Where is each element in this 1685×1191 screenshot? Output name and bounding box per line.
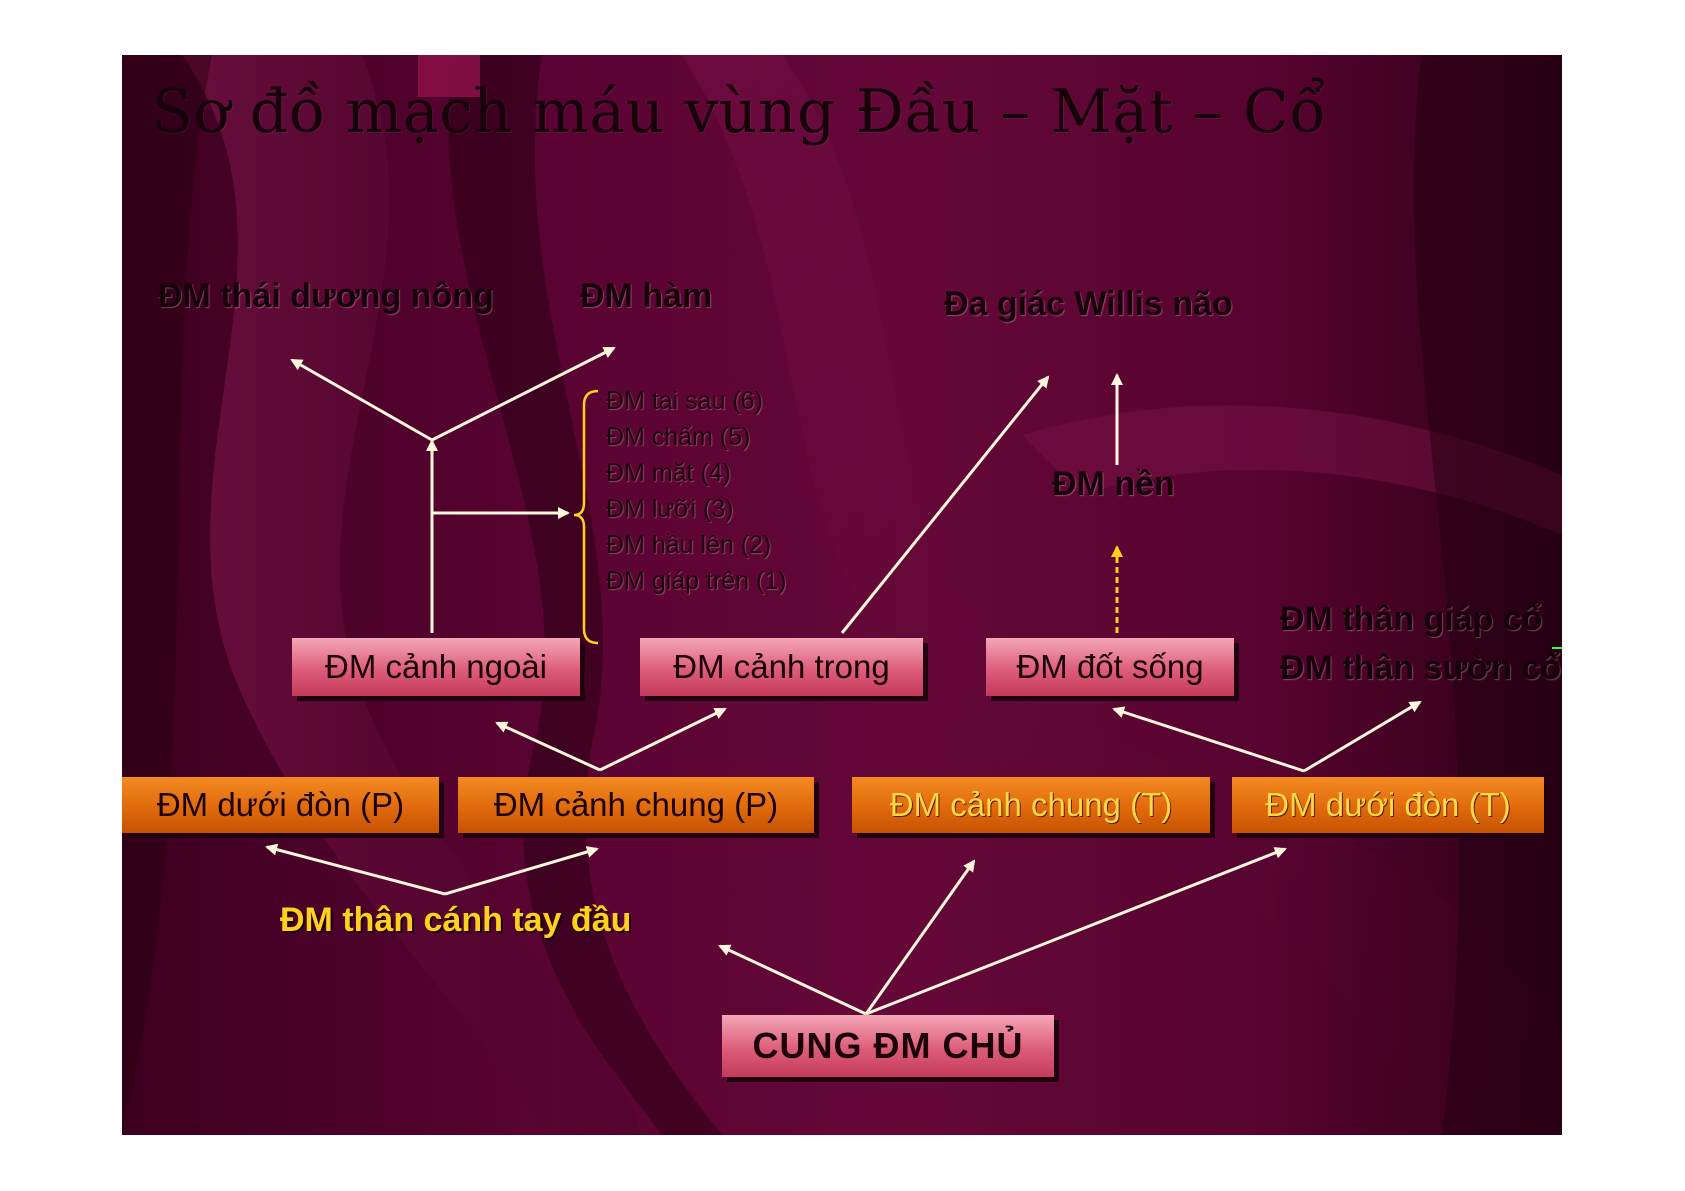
arrow-ccp-to-external	[495, 721, 601, 772]
branch-item: ĐM lưỡi (3)	[606, 495, 734, 523]
box-canh-trong: ĐM cảnh trong	[640, 638, 923, 696]
box-dot-song: ĐM đốt sống	[986, 638, 1234, 696]
label-ham: ĐM hàm	[580, 277, 713, 315]
arrow-sct-to-trunks	[1303, 700, 1422, 773]
label-nen: ĐM nền	[1052, 465, 1175, 503]
arrow-internal-to-willis	[840, 375, 1050, 634]
box-canh-chung-t: ĐM cảnh chung (T)	[852, 777, 1210, 833]
box-canh-ngoai: ĐM cảnh ngoài	[292, 638, 580, 696]
branch-item: ĐM tai sau (6)	[606, 387, 763, 415]
branch-item: ĐM chẩm (5)	[606, 423, 751, 451]
box-cung-dm-chu: CUNG ĐM CHỦ	[722, 1015, 1054, 1077]
label-thai-duong-nong: ĐM thái dương nông	[158, 277, 494, 315]
branch-item: ĐM giáp trên (1)	[606, 567, 787, 595]
arrow-to-maxillary	[431, 346, 616, 442]
label-willis: Đa giác Willis não	[944, 285, 1233, 323]
green-mark	[1552, 647, 1562, 654]
external-carotid-branches: ĐM tai sau (6) ĐM chẩm (5) ĐM mặt (4) ĐM…	[606, 383, 787, 599]
label-than-suon-co: ĐM thân sườn cổ	[1280, 649, 1562, 687]
branch-item: ĐM hầu lên (2)	[606, 531, 772, 559]
arrow-to-temporal	[290, 358, 433, 442]
label-than-giap-co: ĐM thân giáp cổ	[1280, 600, 1543, 638]
box-duoi-don-p: ĐM dưới đòn (P)	[122, 777, 439, 833]
branches-brace	[573, 389, 599, 645]
slide: Sơ đồ mạch máu vùng Đầu – Mặt – Cổ	[122, 55, 1562, 1135]
arrow-ccp-to-internal	[599, 707, 727, 772]
box-duoi-don-t: ĐM dưới đòn (T)	[1232, 777, 1544, 833]
arrow-bct-to-subclavian-p	[265, 843, 446, 896]
box-canh-chung-p: ĐM cảnh chung (P)	[458, 777, 814, 833]
branch-item: ĐM mặt (4)	[606, 459, 731, 487]
arrow-sct-to-vertebral	[1112, 706, 1305, 773]
arrow-arch-to-common-carotid-t	[864, 859, 976, 1015]
label-than-canh-tay-dau: ĐM thân cánh tay đầu	[280, 901, 632, 939]
arrow-arch-to-subclavian-t	[865, 847, 1287, 1016]
arrow-bct-to-common-carotid-p	[444, 846, 599, 896]
connectors	[265, 346, 1422, 1016]
arrow-arch-to-brachiocephalic	[718, 944, 867, 1016]
slide-title: Sơ đồ mạch máu vùng Đầu – Mặt – Cổ	[152, 77, 1327, 147]
